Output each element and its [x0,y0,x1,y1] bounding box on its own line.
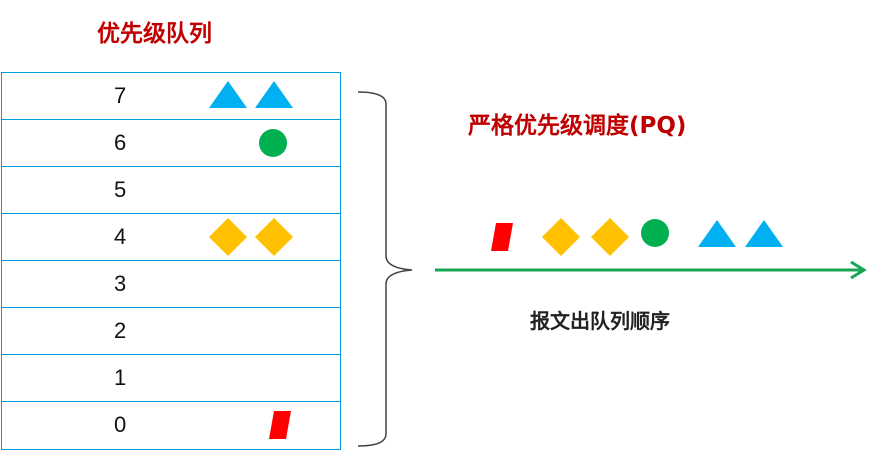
circle-packet-icon [641,219,669,247]
triangle-packet-icon [745,220,783,247]
queue-row-0: 0 [2,402,340,449]
scheduler-title: 严格优先级调度(PQ) [468,113,687,139]
diamond-packet-icon [542,218,580,256]
priority-label: 5 [114,177,127,202]
priority-label: 0 [114,412,127,437]
right-brace [357,91,413,447]
circle-packet-icon [259,129,287,157]
queue-title: 优先级队列 [97,21,212,47]
triangle-packet-icon [698,220,736,247]
priority-label: 6 [114,130,127,155]
parallelogram-packet-icon [269,411,291,439]
queue-row-7: 7 [2,73,340,120]
queue-row-3: 3 [2,261,340,308]
output-order-label: 报文出队列顺序 [530,309,670,333]
queue-row-5: 5 [2,167,340,214]
priority-label: 2 [114,318,127,343]
parallelogram-packet-icon [491,223,513,251]
priority-label: 1 [114,365,127,390]
queue-row-4: 4 [2,214,340,261]
diamond-packet-icon [591,218,629,256]
priority-label: 7 [114,83,127,108]
queue-row-6: 6 [2,120,340,167]
queue-row-2: 2 [2,308,340,355]
arrow-head-icon [850,260,867,280]
priority-queue-table: 7 6 5 4 3 2 1 0 [1,72,341,450]
queue-row-1: 1 [2,355,340,402]
triangle-packet-icon [255,81,293,108]
priority-label: 3 [114,271,127,296]
triangle-packet-icon [209,81,247,108]
priority-label: 4 [114,224,127,249]
diamond-packet-icon [255,218,293,256]
diamond-packet-icon [209,218,247,256]
